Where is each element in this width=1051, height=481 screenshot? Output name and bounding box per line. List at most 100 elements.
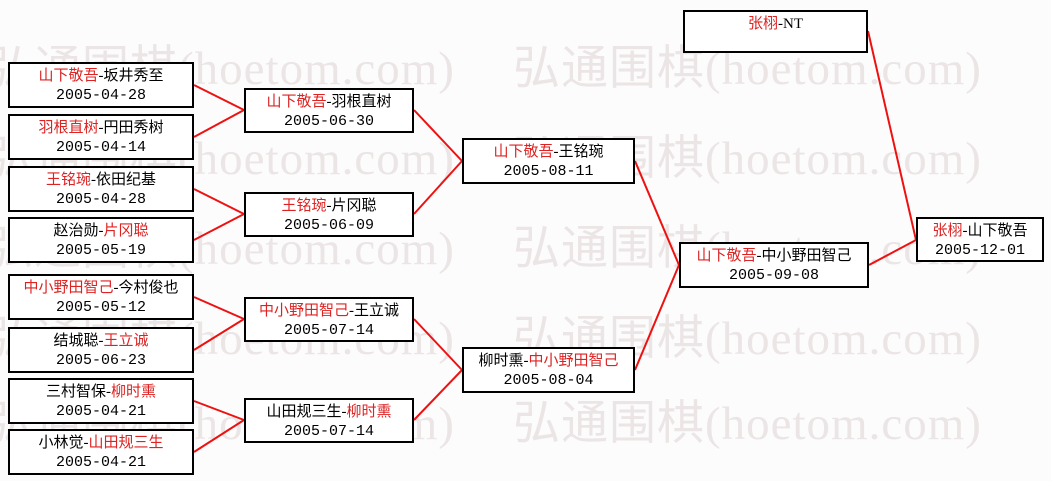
name-separator: - (98, 68, 104, 84)
name-separator: - (113, 280, 119, 296)
match-box-round1-3[interactable]: 王铭琬-依田纪基 2005-04-28 (8, 166, 194, 212)
match-box-round1-4[interactable]: 赵治勋-片冈聪 2005-05-19 (8, 217, 194, 263)
player-name: 柳时熏 (478, 353, 524, 369)
match-players: 三村智保-柳时熏 (10, 383, 192, 402)
name-separator: - (778, 16, 783, 32)
match-box-round1-6[interactable]: 结城聪-王立诚 2005-06-23 (8, 327, 194, 373)
match-players: 山下敬吾-羽根直树 (246, 93, 412, 112)
match-box-round3-2[interactable]: 柳时熏-中小野田智己 2005-08-04 (462, 347, 635, 393)
name-separator: - (83, 435, 89, 451)
name-separator: - (98, 333, 104, 349)
name-separator: - (341, 404, 347, 420)
player-name: 柳时熏 (111, 384, 157, 400)
match-box-round1-1[interactable]: 山下敬吾-坂井秀至 2005-04-28 (8, 62, 194, 108)
match-players: 山田规三生-柳时熏 (246, 403, 412, 422)
player-name: 山下敬吾 (967, 223, 1028, 239)
name-separator: - (553, 144, 559, 160)
match-players: 中小野田智己-今村俊也 (10, 279, 192, 298)
connector-line (413, 318, 463, 371)
connector-line (413, 160, 463, 215)
player-name: 王立诚 (354, 303, 400, 319)
match-date: 2005-08-04 (503, 372, 594, 389)
match-players: 王铭琬-依田纪基 (10, 171, 192, 190)
name-separator: - (349, 303, 354, 319)
match-players: 张栩-NT (685, 15, 866, 34)
connector-line (867, 30, 917, 241)
match-box-bye[interactable]: 张栩-NT (683, 10, 868, 53)
player-name: 山田规三生 (266, 404, 342, 420)
match-date: 2005-06-30 (283, 113, 374, 130)
player-name: 王铭琬 (45, 172, 91, 188)
name-separator: - (756, 248, 762, 264)
connector-line (634, 160, 680, 266)
name-separator: - (91, 172, 96, 188)
match-date: 2005-04-14 (55, 139, 146, 156)
player-name: 円田秀树 (103, 120, 164, 136)
name-separator: - (98, 223, 104, 239)
match-box-round1-7[interactable]: 三村智保-柳时熏 2005-04-21 (8, 378, 194, 424)
match-box-round2-2[interactable]: 王铭琬-片冈聪 2005-06-09 (244, 192, 414, 237)
player-name: 依田纪基 (96, 172, 157, 188)
player-name: 王铭琬 (558, 144, 604, 160)
match-box-round2-4[interactable]: 山田规三生-柳时熏 2005-07-14 (244, 398, 414, 443)
match-date: 2005-04-21 (55, 454, 146, 471)
match-box-round3-1[interactable]: 山下敬吾-王铭琬 2005-08-11 (462, 138, 635, 184)
match-date: 2005-05-19 (55, 242, 146, 259)
name-separator: - (326, 198, 332, 214)
player-name: 王立诚 (103, 333, 149, 349)
player-name: 中小野田智己 (258, 303, 349, 319)
match-date: 2005-04-28 (55, 87, 146, 104)
match-players: 中小野田智己-王立诚 (246, 302, 412, 321)
match-box-round1-8[interactable]: 小林觉-山田规三生 2005-04-21 (8, 429, 194, 475)
match-box-round2-3[interactable]: 中小野田智己-王立诚 2005-07-14 (244, 297, 414, 342)
player-name: 今村俊也 (118, 280, 179, 296)
match-date: 2005-04-28 (55, 191, 146, 208)
player-name: 中小野田智己 (761, 248, 852, 264)
match-date: 2005-04-21 (55, 403, 146, 420)
player-name: 赵治勋 (53, 223, 99, 239)
name-separator: - (523, 353, 529, 369)
connector-line (413, 369, 463, 421)
match-players: 赵治勋-片冈聪 (10, 222, 192, 241)
name-separator: - (962, 223, 968, 239)
player-name: 片冈聪 (331, 198, 377, 214)
match-players: 结城聪-王立诚 (10, 332, 192, 351)
connector-line (193, 400, 245, 421)
match-date: 2005-12-01 (934, 242, 1025, 259)
connector-line (634, 264, 680, 371)
player-name: 柳时熏 (346, 404, 392, 420)
match-box-final[interactable]: 张栩-山下敬吾 2005-12-01 (916, 217, 1044, 262)
player-name: 片冈聪 (103, 223, 149, 239)
match-date: 2005-06-23 (55, 352, 146, 369)
connector-line (868, 239, 917, 266)
connector-line (413, 109, 463, 162)
match-box-semifinal[interactable]: 山下敬吾-中小野田智己 2005-09-08 (679, 242, 869, 288)
player-name: NT (783, 16, 803, 32)
connector-line (193, 318, 245, 351)
match-date: 2005-06-09 (283, 217, 374, 234)
player-name: 结城聪 (53, 333, 99, 349)
match-players: 山下敬吾-王铭琬 (464, 143, 633, 162)
player-name: 羽根直树 (331, 94, 392, 110)
match-players: 羽根直树-円田秀树 (10, 119, 192, 138)
match-date: 2005-07-14 (283, 322, 374, 339)
player-name: 张栩 (747, 16, 778, 32)
player-name: 中小野田智己 (23, 280, 114, 296)
match-box-round1-5[interactable]: 中小野田智己-今村俊也 2005-05-12 (8, 274, 194, 320)
match-date: 2005-05-12 (55, 299, 146, 316)
match-box-round1-2[interactable]: 羽根直树-円田秀树 2005-04-14 (8, 114, 194, 160)
player-name: 三村智保 (45, 384, 106, 400)
player-name: 中小野田智己 (528, 353, 619, 369)
player-name: 山下敬吾 (38, 68, 99, 84)
player-name: 王铭琬 (281, 198, 327, 214)
connector-line (193, 213, 245, 241)
name-separator: - (106, 384, 111, 400)
connector-line (193, 188, 245, 215)
match-box-round2-1[interactable]: 山下敬吾-羽根直树 2005-06-30 (244, 88, 414, 133)
match-players: 柳时熏-中小野田智己 (464, 352, 633, 371)
player-name: 坂井秀至 (103, 68, 164, 84)
match-date: 2005-08-11 (503, 163, 594, 180)
player-name: 张栩 (932, 223, 963, 239)
player-name: 山下敬吾 (696, 248, 757, 264)
